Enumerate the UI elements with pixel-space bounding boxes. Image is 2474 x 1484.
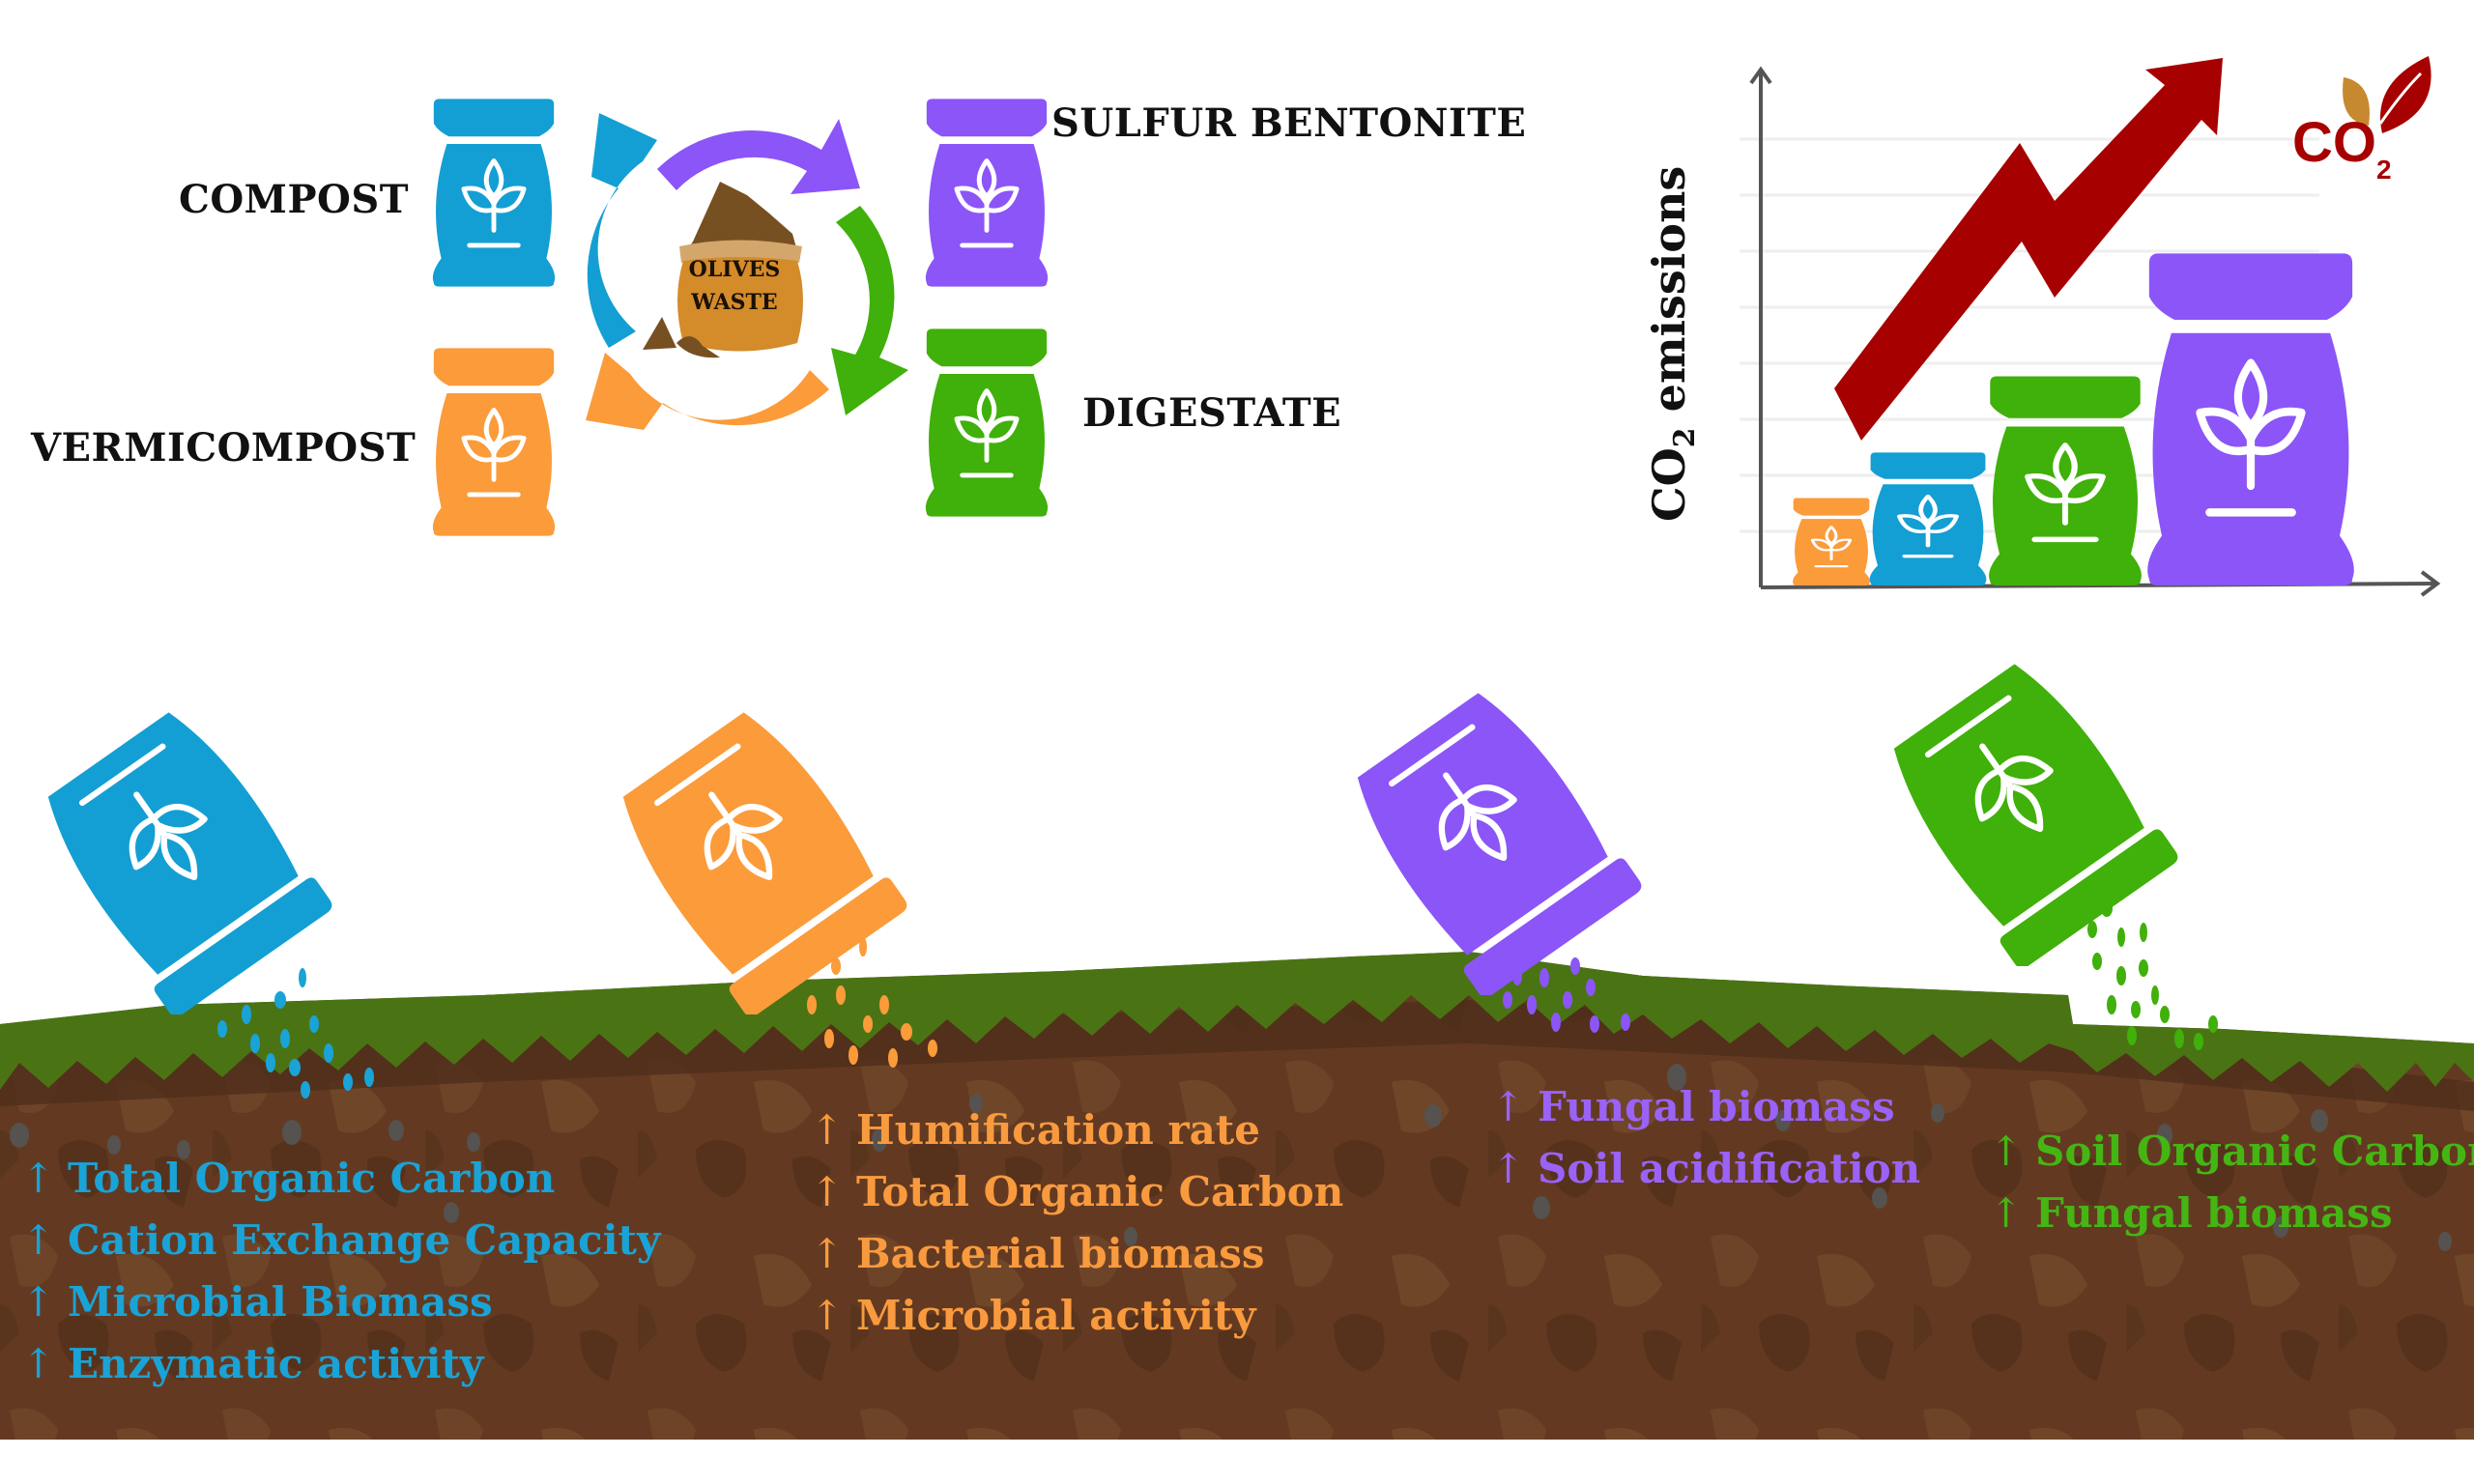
sulfur-bentonite-label: SULFUR BENTONITE [1051,100,1527,146]
emissions-chart [1740,58,2441,597]
effect-text: Microbial Biomass [68,1278,493,1326]
sulfur-bentonite-effects-list: ↑ Fungal biomass ↑ Soil acidification [1491,1076,1920,1200]
effect-text: Bacterial biomass [856,1230,1265,1277]
increase-arrow-icon: ↑ [21,1340,56,1387]
grass [0,952,2474,1092]
olives-waste-label: OLIVES WASTE [676,253,792,319]
down-arrow-icon [2344,135,2363,155]
compost-label: COMPOST [179,177,410,222]
increase-arrow-icon: ↑ [1989,1127,2024,1175]
effect-item: ↑Microbial Biomass [21,1271,660,1333]
increase-arrow-icon: ↑ [810,1106,845,1154]
digestate-effects-list: ↑Soil Organic Carbon↑Fungal biomass [1989,1121,2474,1244]
cycle-arrow-green [831,206,908,415]
stones [10,1064,2452,1251]
increase-arrow-icon: ↑ [21,1278,56,1326]
sulfur-bentonite-granules [1489,908,1630,1033]
trend-arrow [1834,58,2223,441]
increase-arrow-icon: ↑ [21,1155,56,1202]
increase-arrow-icon: ↑ [810,1292,845,1339]
effect-item: ↑Soil Organic Carbon [1989,1121,2474,1183]
effect-item: ↑Bacterial biomass [810,1223,1343,1285]
increase-arrow-icon: ↑ [1989,1189,2024,1237]
effect-item: ↑Microbial activity [810,1285,1343,1347]
vermicompost-label: VERMICOMPOST [31,425,417,471]
effect-item: ↑ Fungal biomass [1491,1076,1920,1138]
effect-text: Total Organic Carbon [68,1155,556,1202]
effect-text: Fungal biomass [1538,1083,1895,1130]
vermicompost-granules [776,937,937,1068]
effect-item: ↑Fungal biomass [1989,1183,2474,1244]
effect-text: Enzymatic activity [68,1340,484,1387]
cycle-arrows [586,113,908,430]
vermicompost-effects-list: ↑Humification rate↑Total Organic Carbon↑… [810,1099,1343,1347]
compost-effects-list: ↑Total Organic Carbon↑Cation Exchange Ca… [21,1148,660,1395]
x-axis-arrowhead [2420,570,2441,597]
effect-item: ↑Humification rate [810,1099,1343,1161]
effect-text: Microbial activity [856,1292,1256,1339]
y-axis-arrowhead [1749,66,1772,85]
effect-text: Soil acidification [1538,1145,1921,1192]
digestate-granules [2087,899,2218,1050]
co2-logo-text: CO2 [2292,111,2392,186]
cycle-arrow-blue [587,113,657,348]
increase-arrow-icon: ↑ [1491,1083,1526,1130]
increase-arrow-icon: ↑ [810,1168,845,1215]
cycle-arrow-orange [586,353,829,430]
effect-text: Fungal biomass [2035,1189,2393,1237]
effect-item: ↑Total Organic Carbon [810,1161,1343,1223]
leaf-brown [2343,77,2370,126]
cycle-arrow-purple [657,119,860,194]
increase-arrow-icon: ↑ [21,1216,56,1264]
effect-text: Total Organic Carbon [856,1168,1344,1215]
compost-granules [217,968,374,1099]
increase-arrow-icon: ↑ [810,1230,845,1277]
effect-text: Humification rate [856,1106,1260,1154]
olives-waste-label-line1: OLIVES [688,257,781,282]
olives-waste-label-line2: WASTE [691,290,778,315]
effect-item: ↑Cation Exchange Capacity [21,1210,660,1271]
co2-reduction-logo-icon [2343,56,2431,133]
digestate-label: DIGESTATE [1082,390,1342,436]
effect-text: Soil Organic Carbon [2035,1127,2474,1175]
effect-item: ↑ Total Organic Carbon [21,1148,660,1210]
increase-arrow-icon: ↑ [1491,1145,1526,1192]
effect-item: ↑ Enzymatic activity [21,1333,660,1395]
effect-text: Cation Exchange Capacity [68,1216,661,1264]
effect-item: ↑ Soil acidification [1491,1138,1920,1200]
olives-waste-sack-icon [643,182,803,358]
